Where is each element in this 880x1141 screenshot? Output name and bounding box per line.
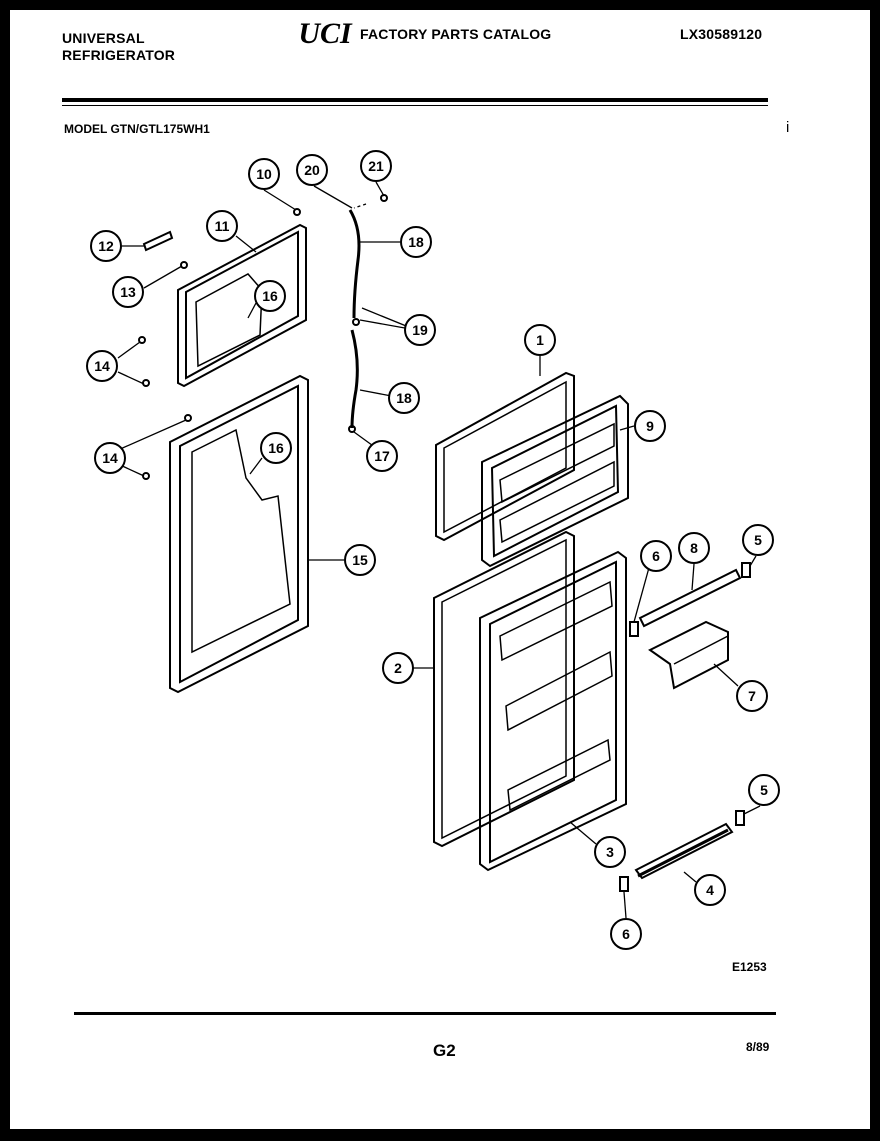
- svg-text:8: 8: [690, 540, 698, 556]
- model-line: MODEL GTN/GTL175WH1: [64, 122, 210, 136]
- svg-text:5: 5: [754, 532, 762, 548]
- svg-text:14: 14: [94, 358, 110, 374]
- screw-14a: [138, 336, 146, 344]
- svg-text:6: 6: [652, 548, 660, 564]
- svg-text:6: 6: [622, 926, 630, 942]
- svg-text:10: 10: [256, 166, 272, 182]
- callout-16-lower: 16: [260, 432, 292, 464]
- document-number: LX30589120: [680, 26, 763, 42]
- callout-18-lower: 18: [388, 382, 420, 414]
- svg-text:18: 18: [408, 234, 424, 250]
- end-cap-lower-right: [735, 810, 745, 826]
- callout-5-upper: 5: [742, 524, 774, 556]
- screw-13: [180, 261, 188, 269]
- scan-edge-marks: [0, 590, 10, 804]
- uci-logo: UCI: [298, 18, 353, 48]
- brand-line-2: REFRIGERATOR: [62, 47, 176, 63]
- callout-7: 7: [736, 680, 768, 712]
- callout-5-lower: 5: [748, 774, 780, 806]
- svg-text:2: 2: [394, 660, 402, 676]
- fresh-food-inner-panel: [169, 374, 309, 694]
- callout-17: 17: [366, 440, 398, 472]
- callout-6-lower: 6: [610, 918, 642, 950]
- svg-text:12: 12: [98, 238, 114, 254]
- callout-2: 2: [382, 652, 414, 684]
- end-cap-upper-right: [741, 562, 751, 578]
- screw-14b: [142, 379, 150, 387]
- freezer-gasket: [435, 371, 575, 542]
- freezer-inner-panel: [177, 223, 307, 388]
- catalog-title: FACTORY PARTS CATALOG: [360, 26, 552, 42]
- callout-15: 15: [344, 544, 376, 576]
- callout-14-lower: 14: [94, 442, 126, 474]
- svg-text:1: 1: [536, 332, 544, 348]
- footer-rule: [74, 1012, 776, 1015]
- brand-line-1: UNIVERSAL: [62, 30, 145, 46]
- callout-21: 21: [360, 150, 392, 182]
- callout-1: 1: [524, 324, 556, 356]
- callout-10: 10: [248, 158, 280, 190]
- page-code: G2: [433, 1041, 456, 1060]
- callout-11: 11: [206, 210, 238, 242]
- svg-text:16: 16: [262, 288, 278, 304]
- svg-text:16: 16: [268, 440, 284, 456]
- lower-hinge: [350, 329, 359, 429]
- svg-text:18: 18: [396, 390, 412, 406]
- svg-text:20: 20: [304, 162, 320, 178]
- svg-text:3: 3: [606, 844, 614, 860]
- callout-20: 20: [296, 154, 328, 186]
- callout-19: 19: [404, 314, 436, 346]
- callout-3: 3: [594, 836, 626, 868]
- margin-mark: i: [786, 119, 790, 136]
- callout-4: 4: [694, 874, 726, 906]
- freezer-door: [481, 394, 629, 568]
- svg-text:7: 7: [748, 688, 756, 704]
- callout-14-upper: 14: [86, 350, 118, 382]
- door-rail-upper: [638, 568, 742, 628]
- hinge-pin-17: [348, 425, 356, 433]
- screw-10: [293, 208, 301, 216]
- catalog-date: 8/89: [746, 1040, 770, 1054]
- header-rule-thin: [62, 105, 768, 106]
- fresh-food-door: [479, 550, 627, 872]
- fresh-food-gasket: [433, 530, 575, 848]
- callout-13: 13: [112, 276, 144, 308]
- svg-text:14: 14: [102, 450, 118, 466]
- svg-text:13: 13: [120, 284, 136, 300]
- svg-text:17: 17: [374, 448, 390, 464]
- callout-8: 8: [678, 532, 710, 564]
- svg-text:4: 4: [706, 882, 714, 898]
- svg-text:19: 19: [412, 322, 428, 338]
- svg-text:15: 15: [352, 552, 368, 568]
- uci-logo-text: UCI: [298, 18, 353, 48]
- svg-text:5: 5: [760, 782, 768, 798]
- callout-12: 12: [90, 230, 122, 262]
- callout-6-upper: 6: [640, 540, 672, 572]
- hinge-pin-19: [352, 318, 360, 326]
- svg-text:9: 9: [646, 418, 654, 434]
- upper-hinge: [348, 209, 361, 319]
- callout-16-upper: 16: [254, 280, 286, 312]
- dairy-compartment: [648, 620, 729, 690]
- svg-text:11: 11: [215, 218, 230, 234]
- end-cap-lower-left: [619, 876, 629, 892]
- end-cap-upper-left: [629, 621, 639, 637]
- callout-9: 9: [634, 410, 666, 442]
- header-rule-thick: [62, 98, 768, 102]
- callout-18-upper: 18: [400, 226, 432, 258]
- screw-14c: [184, 414, 192, 422]
- figure-code: E1253: [732, 960, 767, 974]
- svg-text:21: 21: [368, 158, 384, 174]
- handle-trim-12: [142, 230, 174, 252]
